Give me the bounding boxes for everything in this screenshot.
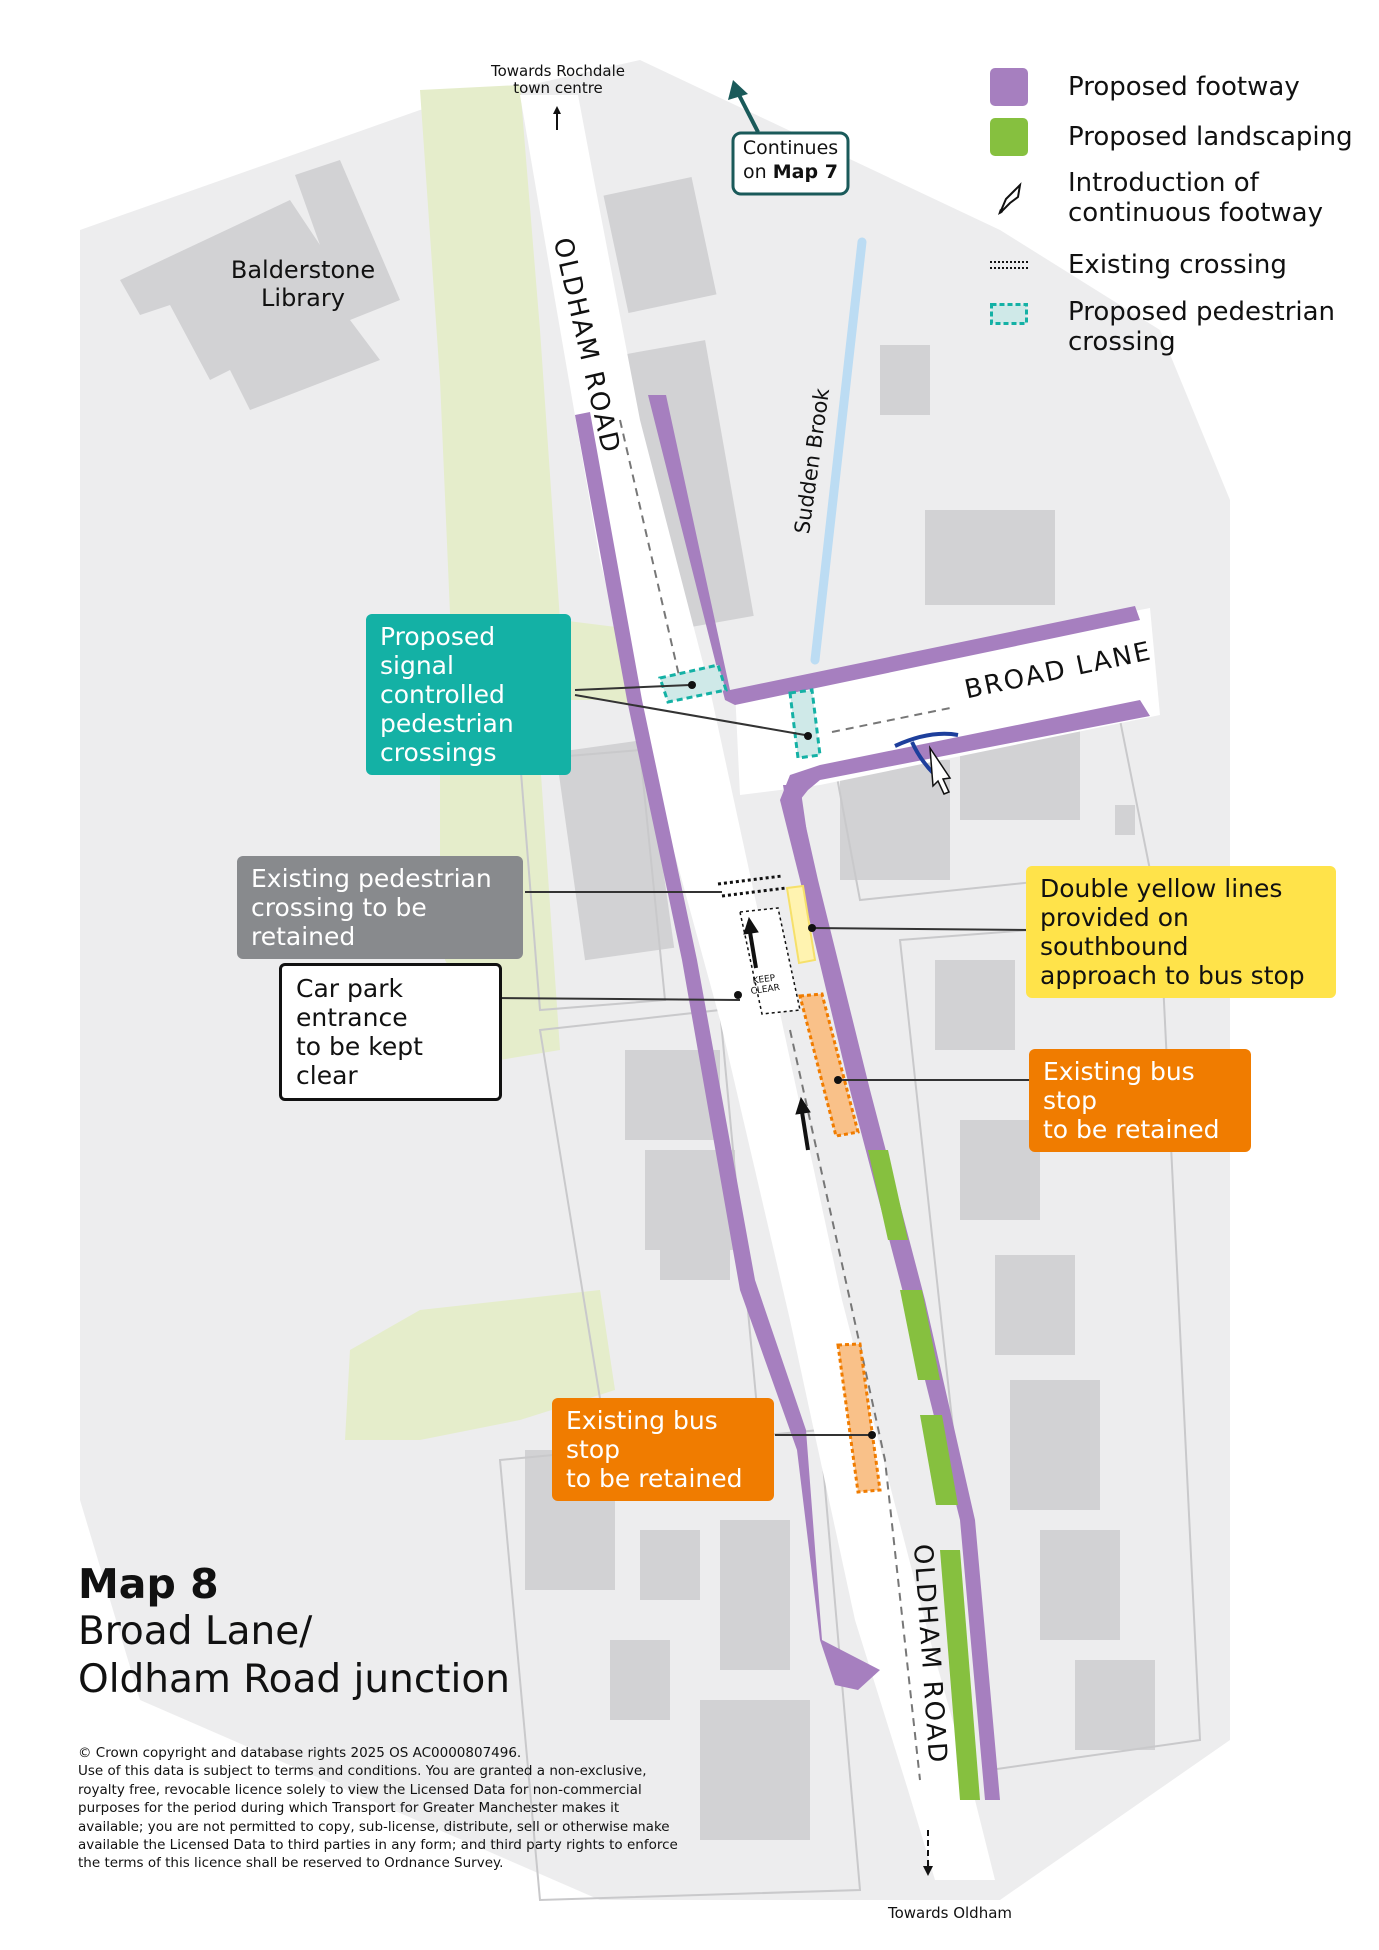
leader-dot [734, 991, 742, 999]
lane-arrows [743, 916, 811, 1151]
building [603, 176, 717, 314]
legend-label: Proposed pedestrian crossing [1068, 297, 1336, 357]
legend-label: Introduction of continuous footway [1068, 168, 1323, 228]
legend-swatch-landscaping [990, 118, 1028, 156]
legend-label: Proposed landscaping [1068, 122, 1353, 152]
legend-item-footway: Proposed footway [990, 68, 1300, 106]
building [700, 1700, 810, 1840]
building [935, 960, 1015, 1050]
leader-line [811, 927, 1031, 931]
building [880, 345, 930, 415]
existing-crossing-callout: Existing pedestrian crossing to be retai… [237, 856, 523, 959]
building [720, 1520, 790, 1670]
proposed-landscaping [868, 1150, 980, 1800]
leader-dot [804, 732, 812, 740]
continues-map-link[interactable]: Map 7 [772, 161, 838, 183]
landscaping-strip [868, 1150, 908, 1240]
bus-stop-west [836, 1342, 882, 1494]
green-space-south [345, 1290, 615, 1440]
building [925, 510, 1055, 605]
road-centre-line [619, 419, 921, 1781]
existing-crossing-line [721, 886, 787, 898]
footway-segment [783, 785, 808, 860]
keep-clear-box [739, 907, 801, 1015]
footway-segment [575, 412, 880, 1690]
continues-arrow-icon [736, 92, 760, 133]
continues-arrow-icon [728, 80, 748, 100]
legend-label: Proposed footway [1068, 72, 1300, 102]
broad-lane-centre-line [831, 707, 951, 733]
bus-stop-east-callout: Existing bus stop to be retained [1029, 1049, 1251, 1152]
continues-label: Continues on Map 7 [733, 136, 848, 184]
legend-item-proposed-crossing: Proposed pedestrian crossing [990, 297, 1335, 357]
leader-line [574, 694, 806, 736]
existing-crossing-line [717, 874, 783, 886]
building [1010, 1380, 1100, 1510]
building [1115, 805, 1135, 835]
continues-box [731, 131, 850, 196]
building [840, 760, 950, 880]
legend-item-continuous-footway: Introduction of continuous footway [990, 168, 1323, 228]
double-yellow-lines [785, 884, 817, 965]
lane-arrow-icon [743, 916, 759, 935]
map-title: Map 8 [78, 1560, 219, 1608]
landscaping-strip [920, 1415, 958, 1505]
broad-lane [735, 608, 1160, 795]
legend-item-existing-crossing: Existing crossing [990, 250, 1287, 280]
building [1040, 1530, 1120, 1640]
leader-line [574, 684, 691, 691]
continues-prefix: Continues on [742, 137, 839, 183]
proposed-crossing-swatch [990, 303, 1028, 325]
library-label: Balderstone Library [230, 256, 376, 312]
building [960, 1120, 1040, 1220]
legend-item-landscaping: Proposed landscaping [990, 118, 1353, 156]
south-arrow-icon [923, 1866, 933, 1876]
building [1075, 1660, 1155, 1750]
lane-arrow-icon [800, 1111, 810, 1151]
existing-crossing-swatch [990, 261, 1028, 269]
building [660, 1200, 730, 1280]
towards-rochdale-label: Towards Rochdale town centre [490, 62, 626, 97]
library-building [120, 160, 400, 410]
leader-dots [688, 681, 876, 1439]
leader-dot [808, 924, 816, 932]
leader-lines [494, 684, 1033, 1436]
proposed-crossing-north [788, 688, 822, 760]
building [995, 1255, 1075, 1355]
bus-stop-west-callout: Existing bus stop to be retained [552, 1398, 774, 1501]
leader-dot [688, 681, 696, 689]
north-arrow-icon [553, 106, 561, 114]
leader-dot [834, 1076, 842, 1084]
towards-oldham-label: Towards Oldham [887, 1904, 1013, 1922]
legend-label: Existing crossing [1068, 250, 1287, 280]
map-subtitle: Broad Lane/ Oldham Road junction [78, 1609, 510, 1702]
leader-line [494, 997, 741, 1001]
existing-crossing [717, 874, 787, 898]
landscaping-strip [940, 1550, 980, 1800]
proposed-footway [575, 395, 1150, 1800]
building [610, 1640, 670, 1720]
pointer-icon [929, 745, 952, 795]
lane-arrow-icon [748, 931, 758, 969]
leader-dot [868, 1431, 876, 1439]
car-park-callout: Car park entrance to be kept clear [279, 963, 502, 1101]
continuous-footway-icon [998, 182, 1022, 215]
double-yellow-callout: Double yellow lines provided on southbou… [1026, 866, 1336, 998]
bus-stop-east [798, 992, 860, 1138]
continuous-footway-arc [894, 731, 959, 748]
building [640, 1530, 700, 1600]
copyright-notice: © Crown copyright and database rights 20… [78, 1745, 678, 1872]
lane-arrow-icon [795, 1096, 811, 1115]
legend-swatch-footway [990, 68, 1028, 106]
sudden-brook [810, 237, 867, 665]
keep-clear-label: KEEP CLEAR [750, 973, 781, 997]
landscaping-strip [900, 1290, 940, 1380]
signal-crossings-callout: Proposed signal controlled pedestrian cr… [366, 614, 571, 775]
